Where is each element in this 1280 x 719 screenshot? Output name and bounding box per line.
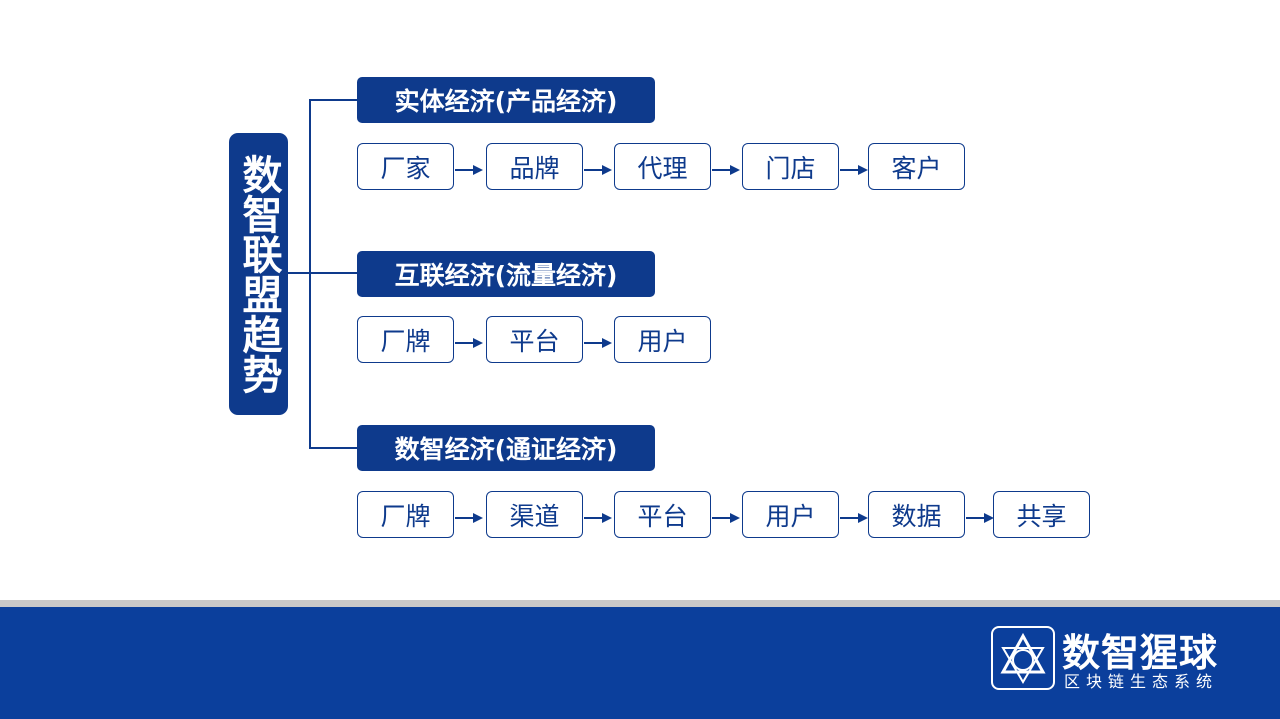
section-header: 实体经济(产品经济) [357, 77, 655, 123]
arrow-right-icon [966, 509, 996, 523]
arrow-right-icon [584, 161, 614, 175]
arrow-right-icon [455, 161, 485, 175]
arrow-right-icon [712, 509, 742, 523]
connector-branch-3 [309, 447, 357, 449]
step-box: 平台 [614, 491, 711, 538]
arrow-right-icon [455, 509, 485, 523]
arrow-right-icon [584, 334, 614, 348]
step-box: 品牌 [486, 143, 583, 190]
step-box: 渠道 [486, 491, 583, 538]
main-title: 数智联盟趋势 [229, 133, 288, 415]
step-box: 代理 [614, 143, 711, 190]
logo-star-icon [991, 626, 1055, 690]
step-box: 厂牌 [357, 491, 454, 538]
step-box: 客户 [868, 143, 965, 190]
step-box: 共享 [993, 491, 1090, 538]
section-header: 互联经济(流量经济) [357, 251, 655, 297]
step-box: 平台 [486, 316, 583, 363]
step-box: 厂牌 [357, 316, 454, 363]
arrow-right-icon [840, 509, 870, 523]
step-box: 门店 [742, 143, 839, 190]
logo-name: 数智猩球 [1062, 631, 1219, 675]
connector-main [288, 272, 357, 274]
step-box: 厂家 [357, 143, 454, 190]
footer-band [0, 607, 1280, 719]
logo-tagline: 区块链生态系统 [1064, 672, 1219, 691]
step-box: 用户 [614, 316, 711, 363]
arrow-right-icon [455, 334, 485, 348]
step-box: 用户 [742, 491, 839, 538]
footer-stripe [0, 600, 1280, 607]
step-box: 数据 [868, 491, 965, 538]
connector-trunk [309, 100, 311, 449]
arrow-right-icon [840, 161, 870, 175]
arrow-right-icon [584, 509, 614, 523]
arrow-right-icon [712, 161, 742, 175]
section-header: 数智经济(通证经济) [357, 425, 655, 471]
connector-branch-1 [309, 99, 357, 101]
